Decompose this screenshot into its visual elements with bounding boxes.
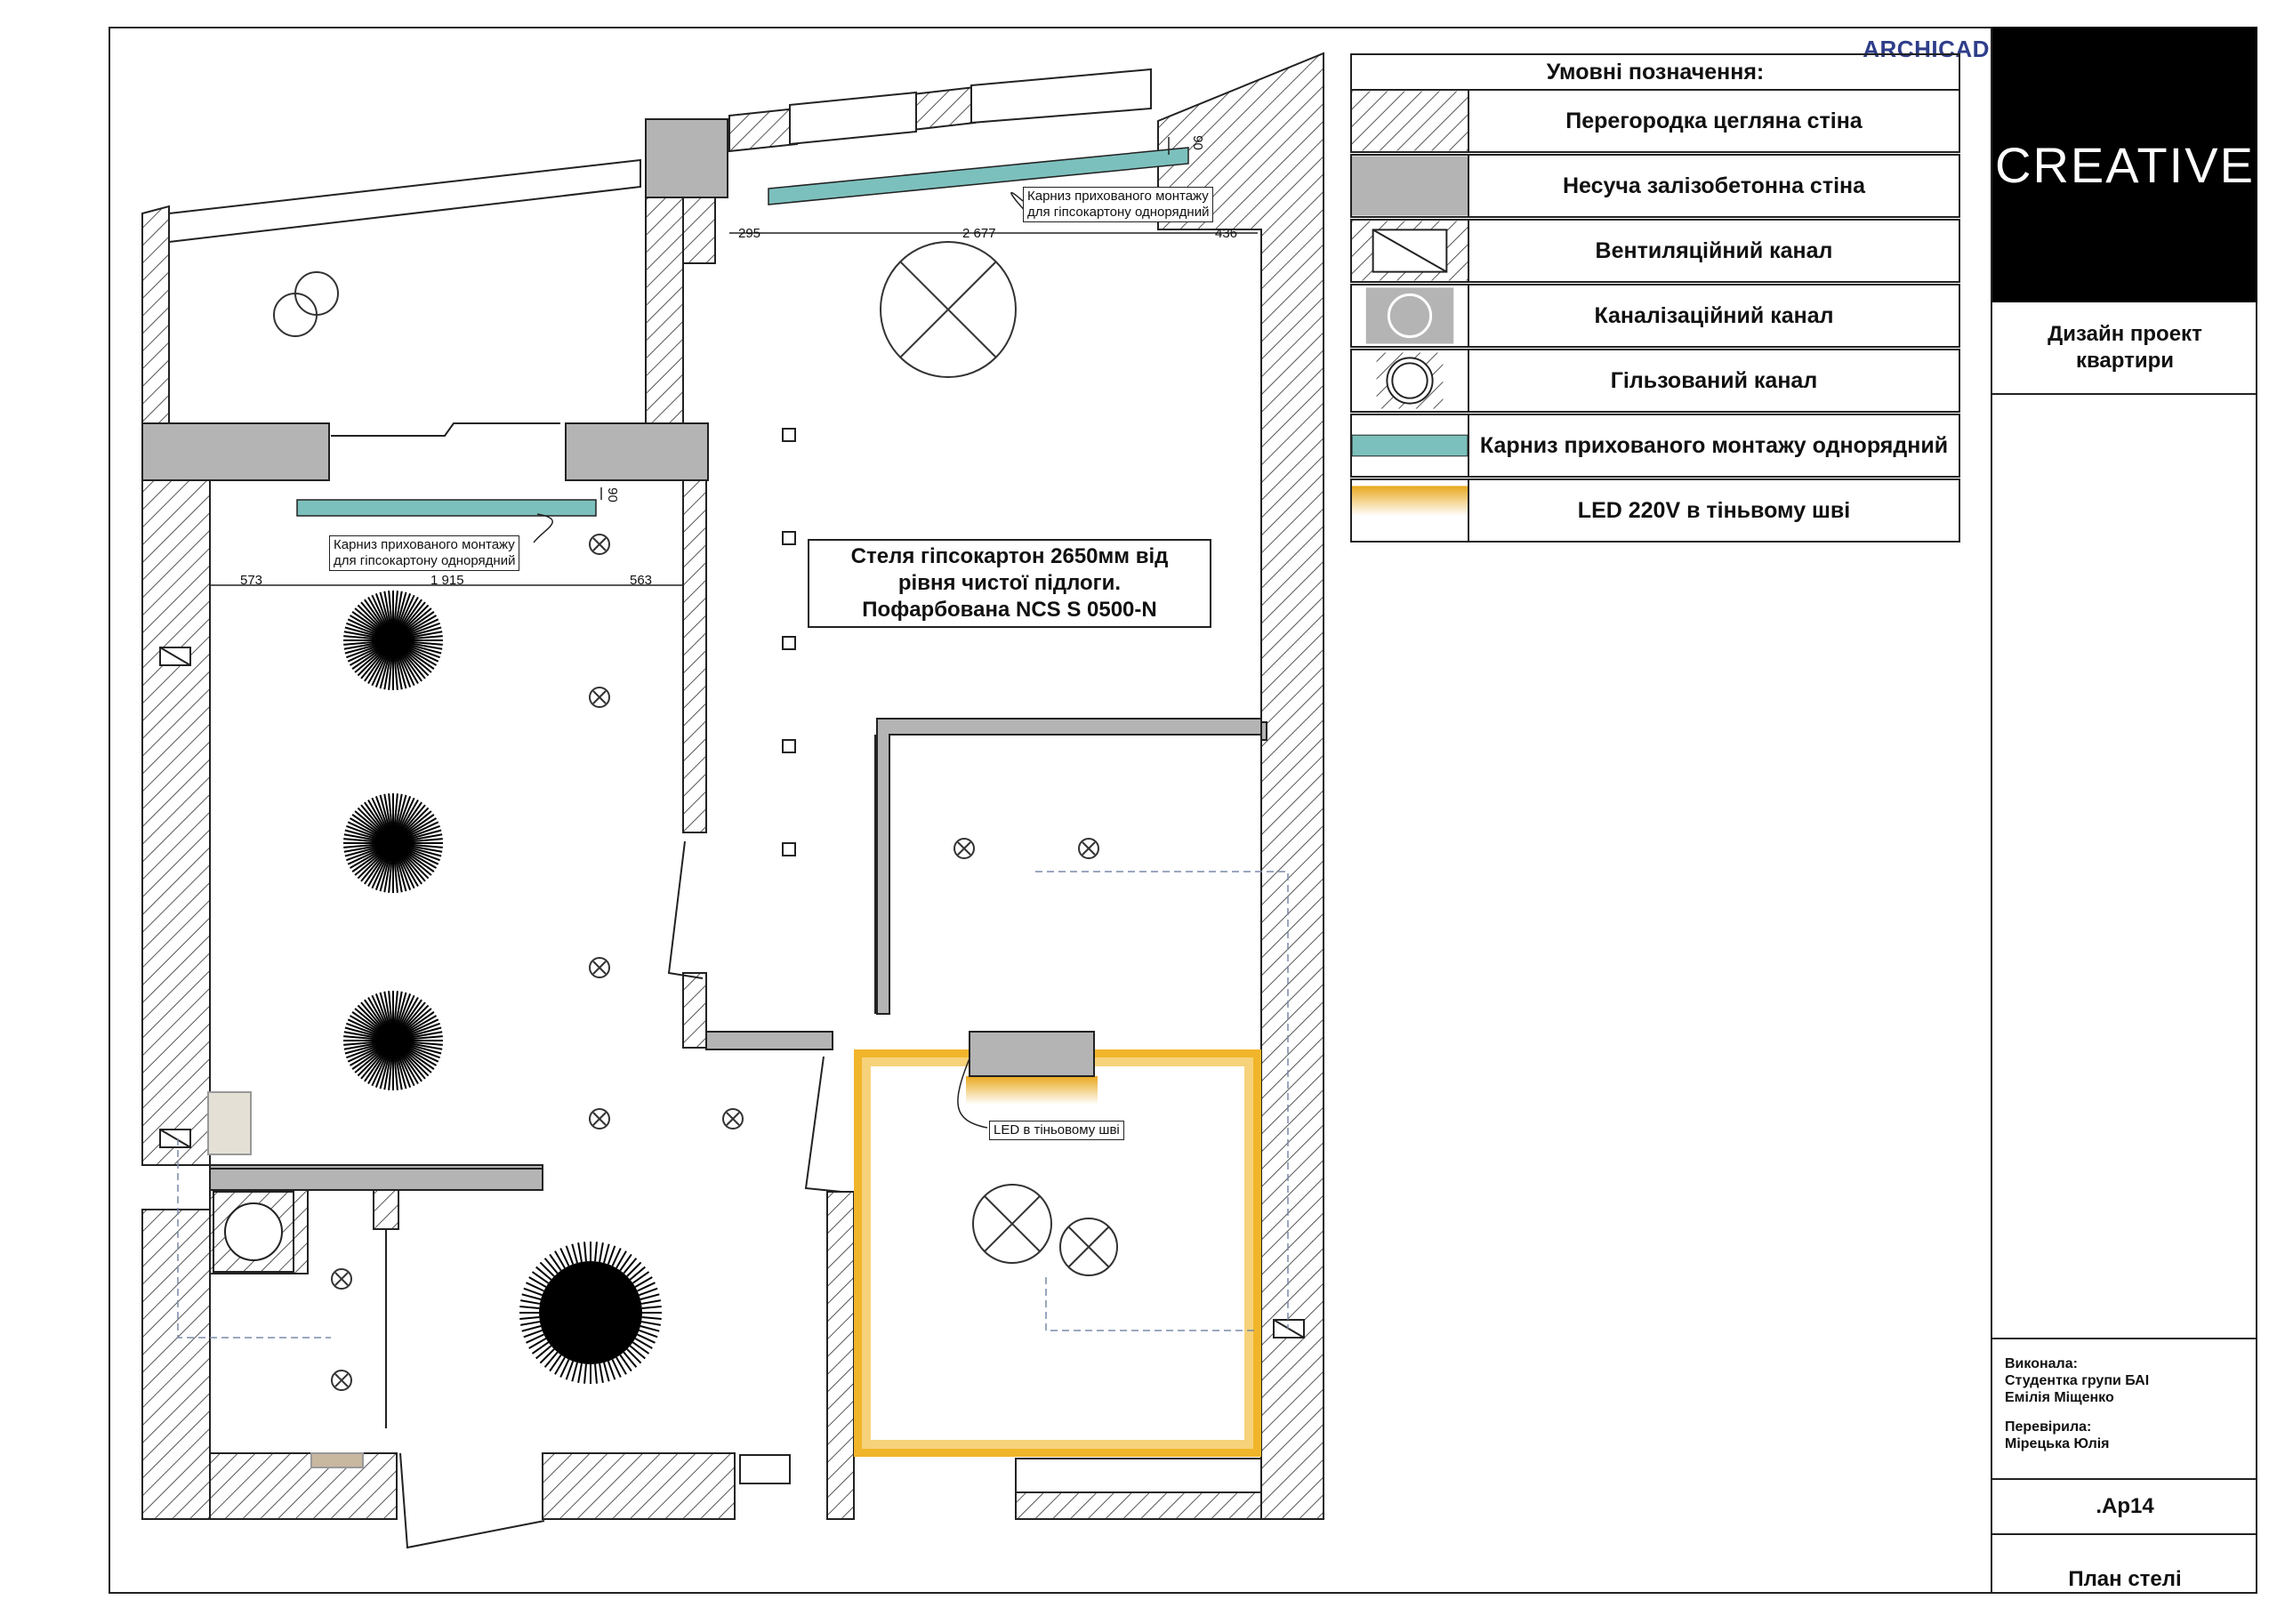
spot-light-icon — [331, 1370, 352, 1391]
legend-label: LED 220V в тіньвому шві — [1577, 497, 1851, 523]
legend-title: Умовні позначення: — [1350, 53, 1960, 89]
legend-row-cornice: Карниз прихованого монтажу однорядний — [1350, 414, 1960, 478]
cornice-callout-top: Карниз прихованого монтажу для гіпсокарт… — [1023, 187, 1214, 222]
ventilation-duct-icon — [1352, 221, 1469, 281]
cornice-callout-left: Карниз прихованого монтажу для гіпсокарт… — [329, 535, 520, 571]
sunburst-pendant-icon — [343, 793, 443, 893]
sewer-duct-icon — [1352, 285, 1469, 346]
legend-row-led: LED 220V в тіньвому шві — [1350, 478, 1960, 543]
dim-left-2: 1 915 — [430, 573, 464, 588]
dimension-lines — [210, 137, 1258, 586]
hidden-cornice-icon — [1352, 415, 1469, 476]
drawing-frame — [109, 27, 2257, 1594]
dim-top-2: 2 677 — [962, 226, 996, 241]
spot-light-icon — [722, 1108, 744, 1130]
dim-left-3: 563 — [630, 573, 653, 588]
dim-top-3: 436 — [1215, 226, 1238, 241]
concrete-walls — [141, 118, 1267, 1520]
pendant-lights — [343, 591, 662, 1384]
spot-light-icon — [1078, 838, 1099, 859]
legend-row-vent: Вентиляційний канал — [1350, 219, 1960, 283]
spot-light-icon — [331, 1268, 352, 1290]
led-callout: LED в тіньовому шві — [989, 1121, 1124, 1140]
legend-label: Вентиляційний канал — [1595, 237, 1833, 263]
dim-top-1: 295 — [738, 226, 761, 241]
hidden-cornices — [296, 147, 1189, 517]
ceiling-lights — [273, 241, 1118, 1276]
sheet-number: .Ар14 — [1992, 1480, 2257, 1535]
sunburst-pendant-icon — [519, 1242, 662, 1384]
spot-light-icon — [589, 687, 610, 708]
sunburst-pendant-icon — [343, 991, 443, 1090]
checked-label: Перевірила: — [2005, 1419, 2092, 1435]
legend-label: Гільзований канал — [1610, 367, 1818, 393]
sheet-name: План стелі — [2068, 1567, 2182, 1591]
performed-by: Студентка групи БАІ Емілія Міщенко — [2005, 1373, 2150, 1405]
legend-row-brick: Перегородка цегляна стіна — [1350, 89, 1960, 153]
black-pendant — [539, 1261, 642, 1364]
performed-label: Виконала: — [2005, 1356, 2078, 1371]
dim-left-1: 573 — [240, 573, 263, 588]
legend: Умовні позначення: Перегородка цегляна с… — [1350, 53, 1960, 543]
legend-label: Несуча залізобетонна стіна — [1562, 173, 1866, 198]
dim-offset-top: 90 — [1189, 135, 1205, 150]
logo: CREATIVE — [1992, 27, 2257, 302]
doors — [328, 422, 876, 1549]
project-title: Дизайн проект квартири — [1992, 302, 2257, 395]
spot-light-icon — [589, 1108, 610, 1130]
authors: Виконала: Студентка групи БАІ Емілія Міщ… — [1992, 1339, 2257, 1480]
spot-light-icon — [589, 534, 610, 555]
legend-row-sewer: Каналізаційний канал — [1350, 284, 1960, 348]
legend-row-concrete: Несуча залізобетонна стіна — [1350, 154, 1960, 218]
legend-label: Каналізаційний канал — [1594, 302, 1834, 328]
led-room — [854, 1031, 1261, 1457]
brick-partition-icon — [1352, 91, 1469, 151]
callout-leaders — [533, 192, 1029, 1129]
ceiling-note: Стеля гіпсокартон 2650мм від рівня чисто… — [808, 539, 1211, 628]
concrete-wall-icon — [1352, 156, 1469, 216]
sunburst-pendant-icon — [343, 591, 443, 690]
legend-label: Карниз прихованого монтажу однорядний — [1479, 432, 1949, 458]
legend-label: Перегородка цегляна стіна — [1565, 108, 1863, 133]
title-block-spacer — [1992, 395, 2257, 1339]
square-downlights — [782, 428, 796, 856]
dim-offset-left: 90 — [604, 487, 620, 502]
wiring — [177, 871, 1289, 1339]
title-block: CREATIVE Дизайн проект квартири Виконала… — [1991, 27, 2257, 1594]
spot-light-icon — [589, 957, 610, 978]
led-strip-icon — [1352, 480, 1469, 541]
windows — [168, 68, 1262, 1493]
legend-row-sleeved: Гільзований канал — [1350, 349, 1960, 413]
checked-by: Мірецька Юлія — [2005, 1436, 2110, 1451]
sleeved-duct-icon — [1352, 350, 1469, 411]
spot-light-icon — [953, 838, 975, 859]
spot-lights — [331, 534, 1099, 1391]
vent-ducts — [159, 647, 1305, 1468]
